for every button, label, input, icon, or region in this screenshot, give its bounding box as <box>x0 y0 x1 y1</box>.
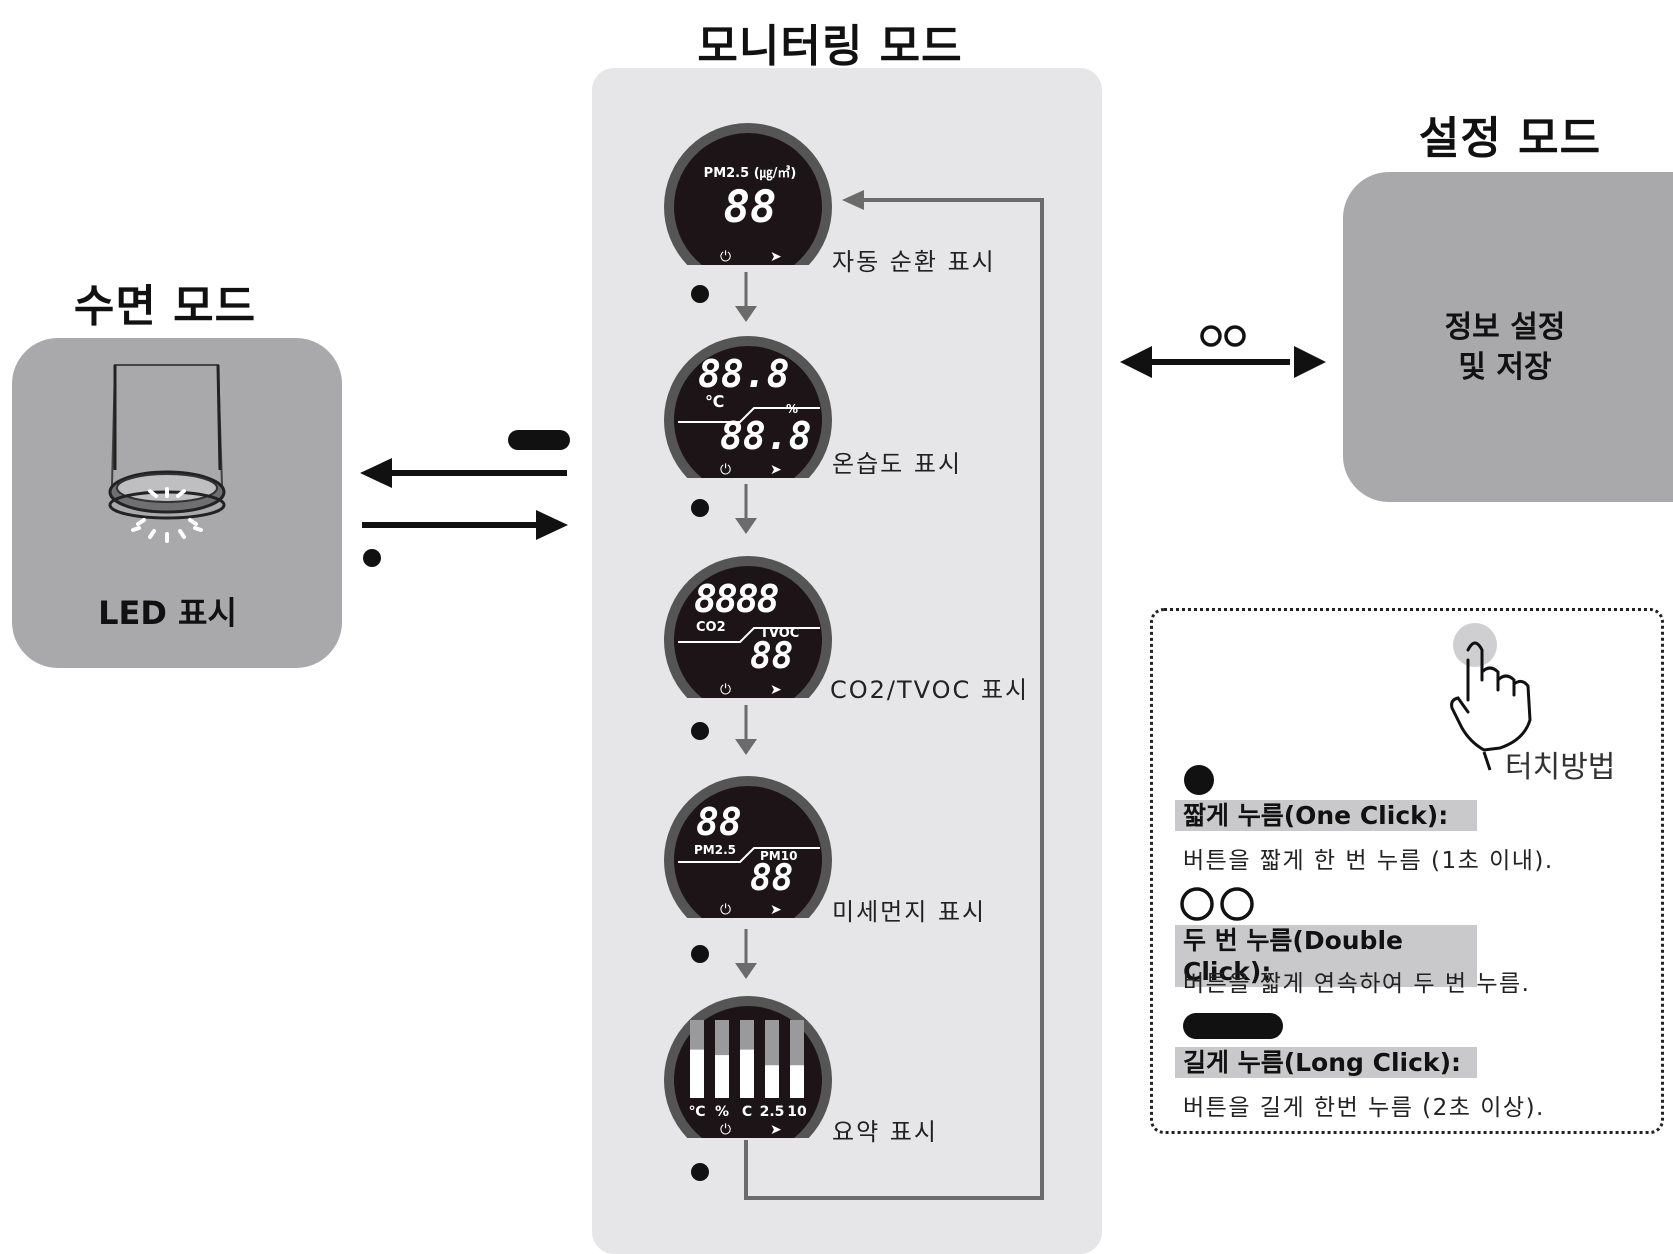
summary-bar-fill <box>690 1049 704 1098</box>
to-monitoring-arrow <box>362 510 568 540</box>
sleep-mode-title: 수면 모드 <box>73 281 257 332</box>
setting-mode-box <box>1343 172 1673 502</box>
fan-icon: ➤ <box>770 462 782 478</box>
power-plug-icon: ⏻ <box>720 249 731 265</box>
summary-bar-label: C <box>742 1104 752 1120</box>
thermometer-icon: ℃ <box>705 392 725 411</box>
summary-bar-fill <box>765 1065 779 1098</box>
fan-icon: ➤ <box>770 249 782 265</box>
screen3-tvoc-label: TVOC <box>760 626 800 641</box>
legend-double-head: 두 번 누름(Double Click): <box>1175 925 1477 987</box>
legend-title: 터치방법 <box>1505 750 1616 785</box>
setting-mode-title: 설정 모드 <box>1418 113 1602 164</box>
fan-icon: ➤ <box>770 1122 782 1138</box>
auto-cycle-loop-arrow <box>744 190 1044 1200</box>
screen4-pm10-label: PM10 <box>760 849 798 863</box>
screen3-tvoc-value: 88 <box>750 636 794 677</box>
setting-box-line2: 및 저장 <box>1458 350 1552 385</box>
screen5-caption: 요약 표시 <box>832 1118 938 1146</box>
summary-bar-fill <box>715 1055 729 1098</box>
double-press-circles-icon <box>1200 325 1246 347</box>
screen4-pm25-value: 88 <box>696 800 742 844</box>
summary-bar-label: 2.5 <box>760 1104 785 1120</box>
screen4-pm25-label: PM2.5 <box>694 843 736 857</box>
led-label: LED 표시 <box>98 594 237 632</box>
screen2-humidity: 88.8 <box>720 414 812 458</box>
display-screen-1: ⏻➤ <box>664 123 833 266</box>
legend-box <box>1150 608 1664 1134</box>
screen2-temp: 88.8 <box>698 352 790 396</box>
summary-bar-label: % <box>715 1104 729 1120</box>
display-screen-3: ⏻➤ <box>664 556 833 698</box>
legend-long-head: 길게 누름(Long Click): <box>1175 1047 1477 1078</box>
display-screen-2: ⏻➤ <box>664 336 833 478</box>
screen1-caption: 자동 순환 표시 <box>832 248 996 276</box>
fan-icon: ➤ <box>770 902 782 918</box>
power-plug-icon: ⏻ <box>720 462 731 478</box>
short-press-dot-icon <box>363 549 381 567</box>
screen3-caption: CO2/TVOC 표시 <box>830 676 1030 704</box>
monitoring-mode-title: 모니터링 모드 <box>697 21 963 72</box>
summary-bar-label: 10 <box>787 1104 807 1120</box>
screen3-co2-label: CO2 <box>696 620 726 635</box>
fan-icon: ➤ <box>770 682 782 698</box>
power-plug-icon: ⏻ <box>720 1122 731 1138</box>
legend-short-head: 짧게 누름(One Click): <box>1175 800 1477 831</box>
power-plug-icon: ⏻ <box>720 682 731 698</box>
summary-bar-fill <box>790 1065 804 1098</box>
display-screen-4: ⏻➤ <box>664 776 832 918</box>
long-press-bar-icon <box>508 430 570 450</box>
screen1-unit: PM2.5 (㎍/㎥) <box>703 166 797 181</box>
screen2-caption: 온습도 표시 <box>832 450 963 478</box>
summary-bar-label: ℃ <box>689 1104 706 1120</box>
power-plug-icon: ⏻ <box>720 902 731 918</box>
screen1-value: 88 <box>723 182 777 233</box>
setting-box-line1: 정보 설정 <box>1444 310 1566 345</box>
monitoring-setting-arrow <box>1120 346 1326 378</box>
to-sleep-arrow <box>360 458 567 488</box>
summary-bar-fill <box>740 1049 754 1098</box>
humidity-drop-icon: % <box>786 402 799 416</box>
screen4-caption: 미세먼지 표시 <box>832 898 987 926</box>
screen4-pm10-value: 88 <box>750 858 794 899</box>
legend-double-desc: 버튼을 짧게 연속하여 두 번 누름. <box>1183 971 1531 997</box>
screen3-co2-value: 8888 <box>694 577 780 621</box>
legend-long-desc: 버튼을 길게 한번 누름 (2초 이상). <box>1183 1095 1545 1121</box>
legend-short-desc: 버튼을 짧게 한 번 누름 (1초 이내). <box>1183 848 1554 874</box>
